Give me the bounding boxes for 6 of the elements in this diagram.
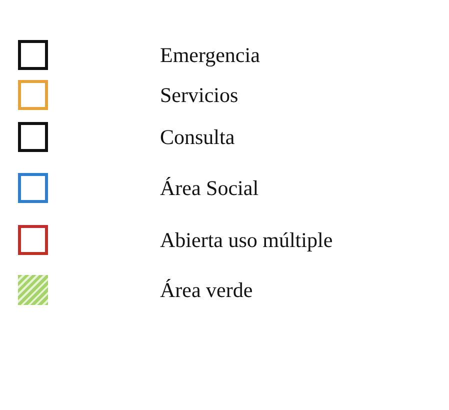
legend-label: Abierta uso múltiple: [160, 228, 333, 252]
legend-label: Consulta: [160, 125, 235, 149]
legend-label: Emergencia: [160, 43, 260, 67]
legend-label: Servicios: [160, 83, 238, 107]
legend-label: Área verde: [160, 278, 253, 302]
legend-label: Área Social: [160, 176, 259, 200]
